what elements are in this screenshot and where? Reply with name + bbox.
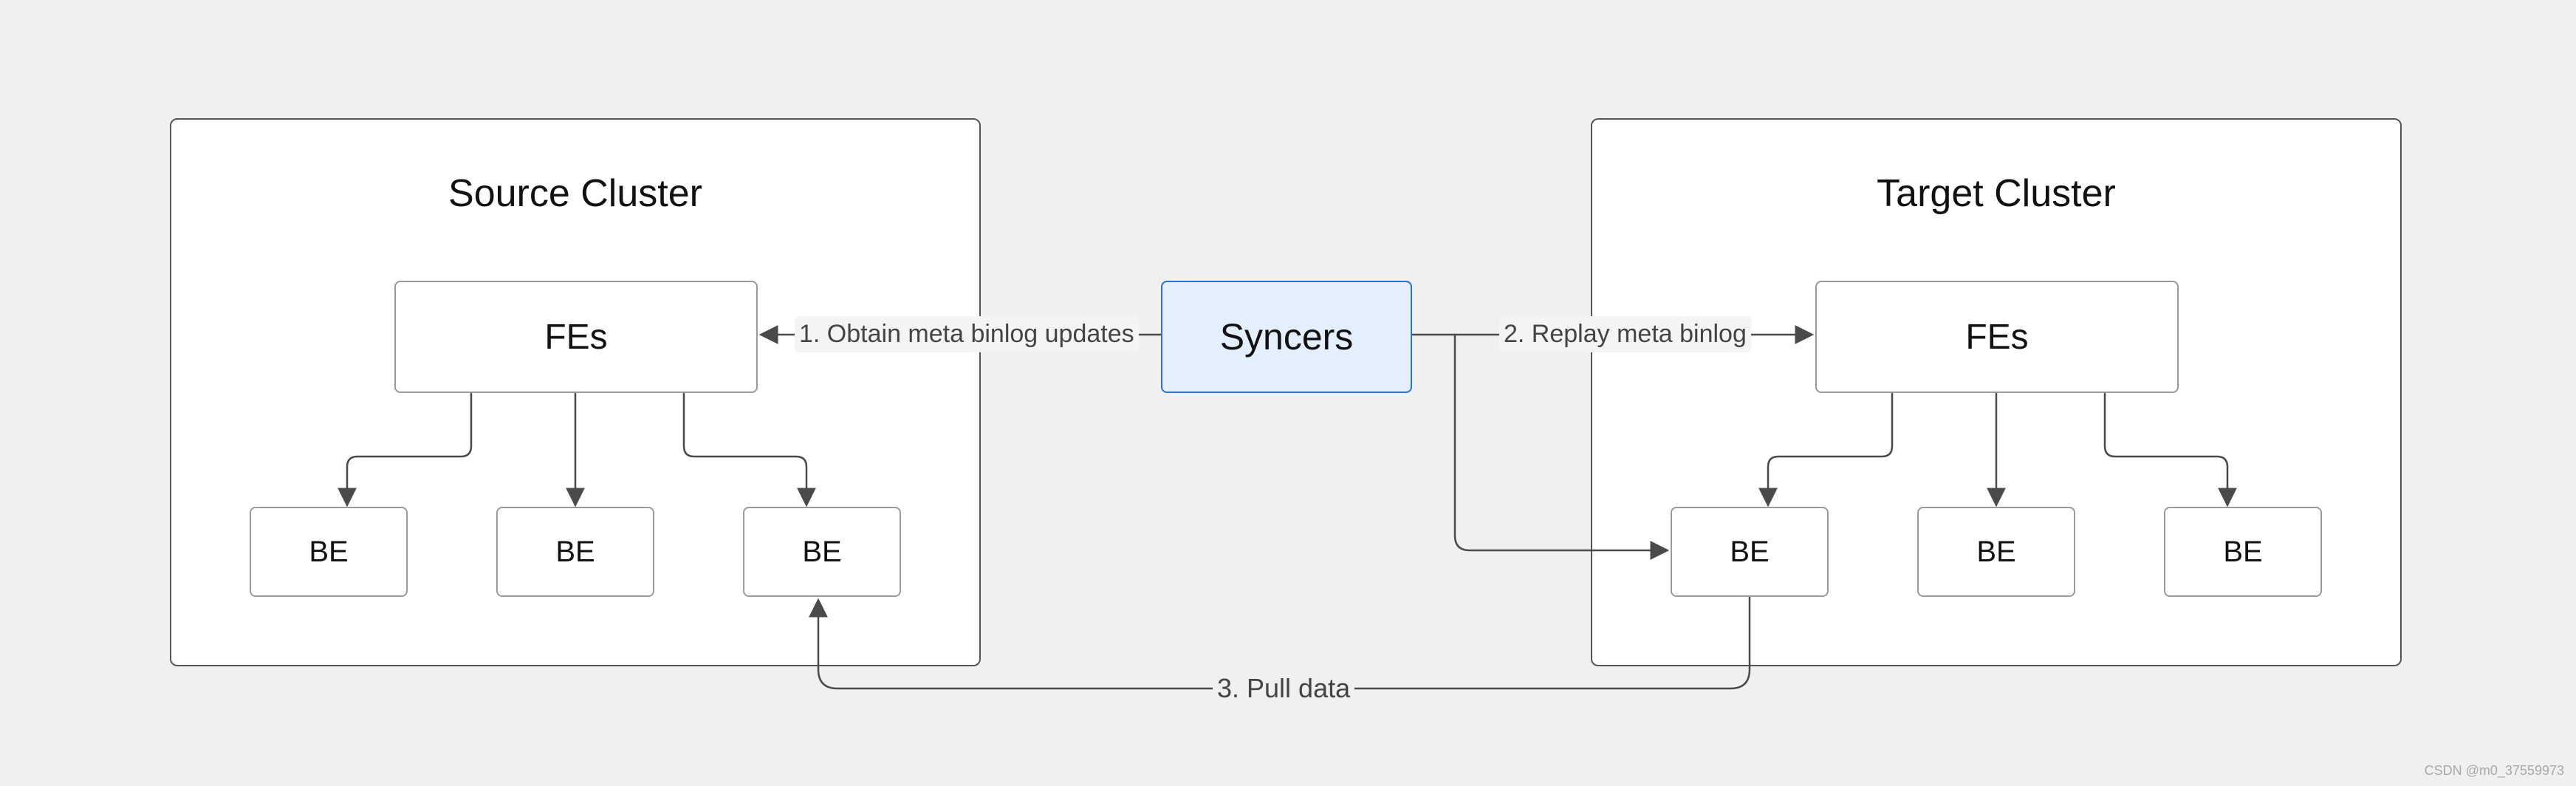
target-fe-to-be1-arrow — [1758, 393, 1894, 508]
target-be-node-2: BE — [1917, 507, 2075, 597]
target-be-node-3: BE — [2164, 507, 2322, 597]
target-fe-node: FEs — [1815, 281, 2179, 393]
source-fe-to-be1-arrow — [338, 393, 473, 508]
pull-data-label: 3. Pull data — [1213, 672, 1355, 705]
target-cluster-title: Target Cluster — [1877, 172, 2116, 215]
source-cluster-title: Source Cluster — [448, 172, 702, 215]
obtain-meta-label: 1. Obtain meta binlog updates — [795, 316, 1139, 353]
target-fe-to-be3-arrow — [2103, 393, 2237, 508]
syncers-to-target-be-arrow — [1453, 335, 1670, 560]
source-fe-node: FEs — [394, 281, 758, 393]
target-be-node-1: BE — [1671, 507, 1829, 597]
source-be-node-3: BE — [743, 507, 901, 597]
watermark-text: CSDN @m0_37559973 — [2424, 763, 2564, 778]
source-be-node-1: BE — [250, 507, 408, 597]
syncers-node: Syncers — [1161, 281, 1412, 393]
replay-meta-label: 2. Replay meta binlog — [1499, 316, 1751, 353]
source-fe-to-be3-arrow — [682, 393, 816, 508]
source-be-node-2: BE — [496, 507, 654, 597]
